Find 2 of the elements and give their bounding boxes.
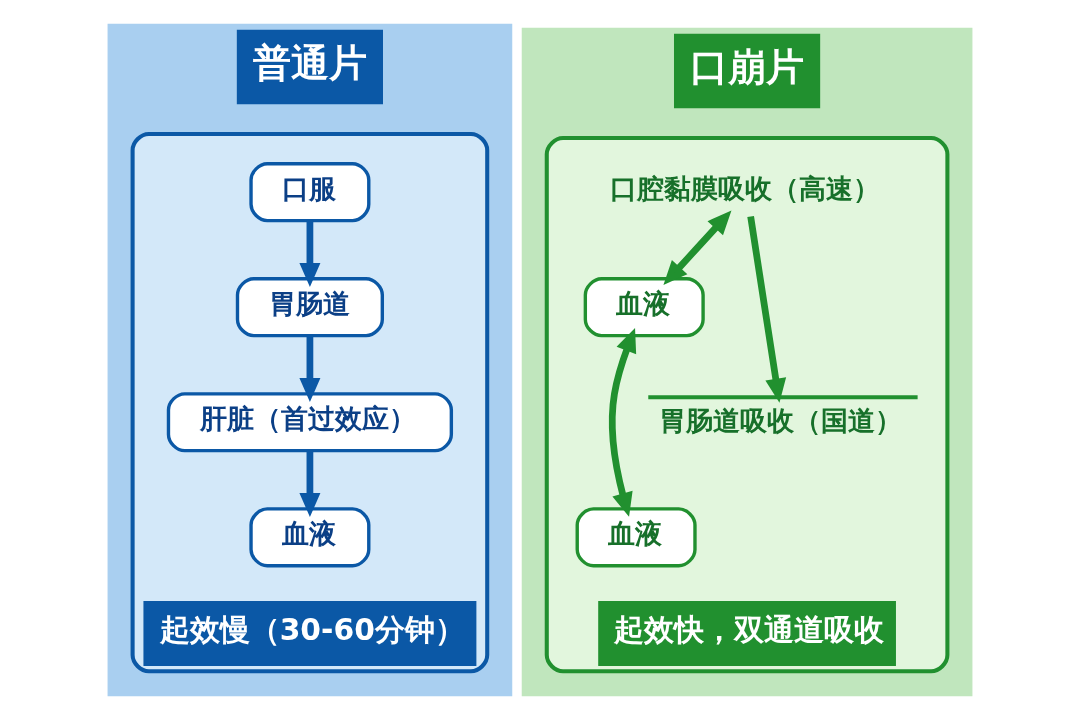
node-text: 口腔黏膜吸收（高速）	[609, 172, 880, 204]
node-label: 胃肠道吸收（国道）	[659, 405, 903, 437]
